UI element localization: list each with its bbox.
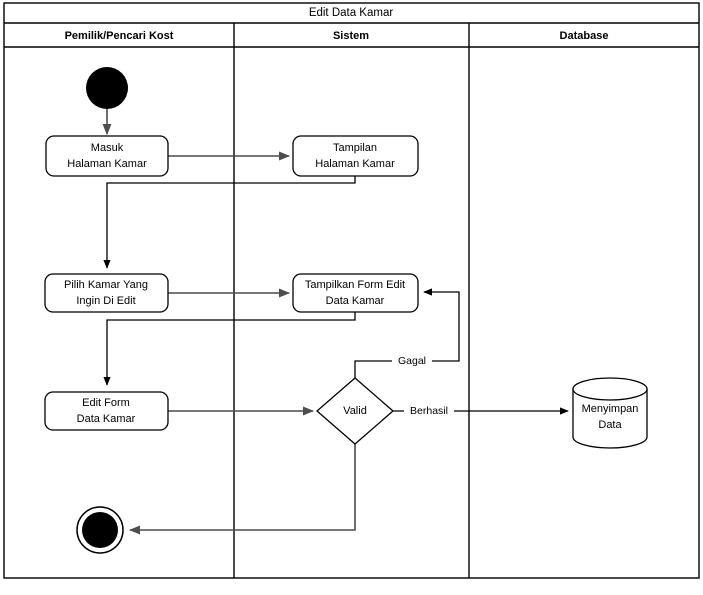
- activity-masuk-halaman-kamar[interactable]: Masuk Halaman Kamar: [45, 135, 169, 177]
- activity-pilih-kamar-line1: Pilih Kamar Yang: [64, 279, 148, 291]
- activity-edit-form-shape[interactable]: [44, 391, 169, 431]
- activity-pilih-kamar-line2: Ingin Di Edit: [76, 295, 135, 307]
- activity-edit-form-line1: Edit Form: [82, 397, 130, 409]
- decision-valid[interactable]: Valid: [316, 377, 394, 445]
- edge-valid-to-end: [128, 444, 356, 535]
- edge-label-gagal: Gagal: [398, 355, 426, 367]
- activity-tampilkan-form-edit-line2: Data Kamar: [326, 295, 385, 307]
- activity-tampilkan-form-edit[interactable]: Tampilkan Form Edit Data Kamar: [292, 273, 419, 313]
- datastore-menyimpan-data-line1: Menyimpan: [582, 403, 639, 415]
- activity-tampilkan-form-edit-shape[interactable]: [292, 273, 419, 313]
- decision-valid-shape[interactable]: [316, 377, 394, 445]
- datastore-cylinder-body[interactable]: [572, 388, 648, 449]
- edge-tampilan-to-pilih: [103, 176, 356, 269]
- swimlane-dividers: [233, 23, 470, 578]
- datastore-menyimpan-data[interactable]: Menyimpan Data: [572, 377, 648, 449]
- activity-pilih-kamar[interactable]: Pilih Kamar Yang Ingin Di Edit: [44, 273, 169, 313]
- activity-edit-form-line2: Data Kamar: [77, 413, 136, 425]
- activity-tampilan-halaman-kamar-shape[interactable]: [292, 135, 419, 177]
- activity-tampilkan-form-edit-line1: Tampilkan Form Edit: [305, 279, 405, 291]
- frame-outer-rect: [3, 2, 700, 579]
- edge-labels: Gagal Berhasil: [392, 354, 454, 417]
- initial-node[interactable]: [86, 67, 128, 109]
- berhasil-label-backdrop: [404, 404, 454, 417]
- diagram-title: Edit Data Kamar: [309, 7, 394, 19]
- activity-tampilan-halaman-kamar[interactable]: Tampilan Halaman Kamar: [292, 135, 419, 177]
- activity-tampilan-halaman-kamar-line1: Tampilan: [333, 142, 377, 154]
- lane-header-system: Sistem: [333, 30, 369, 42]
- decision-valid-label: Valid: [343, 405, 367, 417]
- datastore-menyimpan-data-line2: Data: [598, 419, 622, 431]
- activity-tampilan-halaman-kamar-line2: Halaman Kamar: [315, 158, 395, 170]
- activity-edit-form[interactable]: Edit Form Data Kamar: [44, 391, 169, 431]
- edge-valid-gagal-to-tampilkan-form: [354, 288, 460, 378]
- activity-masuk-halaman-kamar-line2: Halaman Kamar: [67, 158, 147, 170]
- diagram-frame: [3, 2, 700, 579]
- gagal-label-backdrop: [392, 354, 432, 367]
- activity-masuk-halaman-kamar-line1: Masuk: [91, 142, 124, 154]
- edge-tampilkan-form-to-edit-form: [103, 312, 356, 386]
- activity-masuk-halaman-kamar-shape[interactable]: [45, 135, 169, 177]
- lane-header-database: Database: [560, 30, 609, 42]
- lane-header-actor: Pemilik/Pencari Kost: [65, 30, 174, 42]
- datastore-cylinder-top: [572, 377, 648, 401]
- edge-label-berhasil: Berhasil: [410, 405, 448, 417]
- lane-headers: Pemilik/Pencari Kost Sistem Database: [65, 30, 609, 42]
- final-node-core: [82, 512, 118, 548]
- final-node[interactable]: [76, 506, 124, 554]
- activity-pilih-kamar-shape[interactable]: [44, 273, 169, 313]
